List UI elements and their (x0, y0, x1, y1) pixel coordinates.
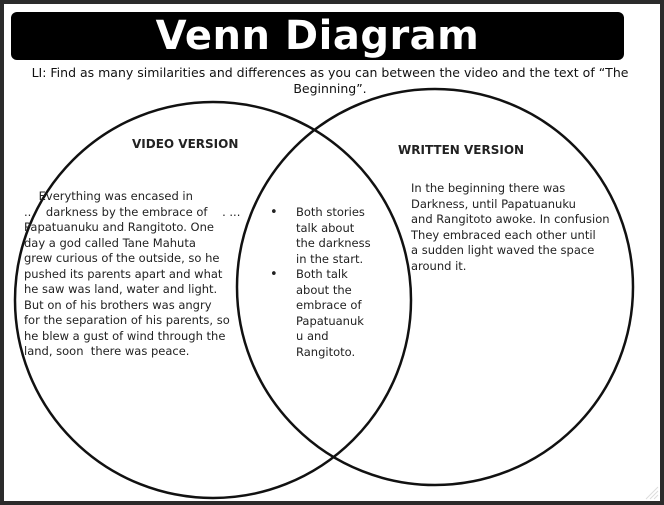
text-line: day a god called Tane Mahuta (24, 235, 196, 250)
left-circle-label: VIDEO VERSION (132, 137, 239, 151)
text-line: he saw was land, water and light. (24, 282, 218, 296)
text-line: pushed its parents apart and what (24, 266, 223, 281)
text-line: a sudden light waved the space (411, 243, 595, 257)
right-circle-label: WRITTEN VERSION (398, 143, 525, 157)
text-line: But on of his brothers was angry (24, 297, 212, 312)
resize-handle-icon[interactable] (645, 486, 659, 500)
left-circle (13, 100, 413, 500)
text-line: and Rangitoto awoke. In confusion (411, 212, 610, 226)
text-line: They embraced each other until (411, 227, 596, 242)
text-line: land, soon there was peace. (24, 344, 190, 358)
text-line: Papatuanuku and Rangitoto. One (24, 220, 214, 234)
text-line: he blew a gust of wind through the (24, 328, 226, 343)
text-line: around it. (411, 258, 467, 273)
page-title: Venn Diagram (11, 12, 624, 60)
video-version-text: Everything was encased in.. darkness by … (24, 189, 240, 360)
learning-intention: LI: Find as many similarities and differ… (31, 65, 629, 96)
text-line: grew curious of the outside, so he (24, 251, 220, 265)
text-line: Darkness, until Papatuanuku (411, 196, 576, 211)
text-line: for the separation of his parents, so (24, 313, 230, 327)
similarity-item: Both stories talk about the darkness in … (268, 205, 371, 267)
similarities-list: Both stories talk about the darkness in … (268, 205, 371, 360)
text-line: In the beginning there was (411, 181, 566, 195)
similarity-item: Both talk about the embrace of Papatuanu… (268, 267, 371, 360)
text-line: .. darkness by the embrace of . ... (24, 204, 241, 219)
text-line: Everything was encased in (24, 189, 193, 203)
right-circle (235, 87, 635, 487)
